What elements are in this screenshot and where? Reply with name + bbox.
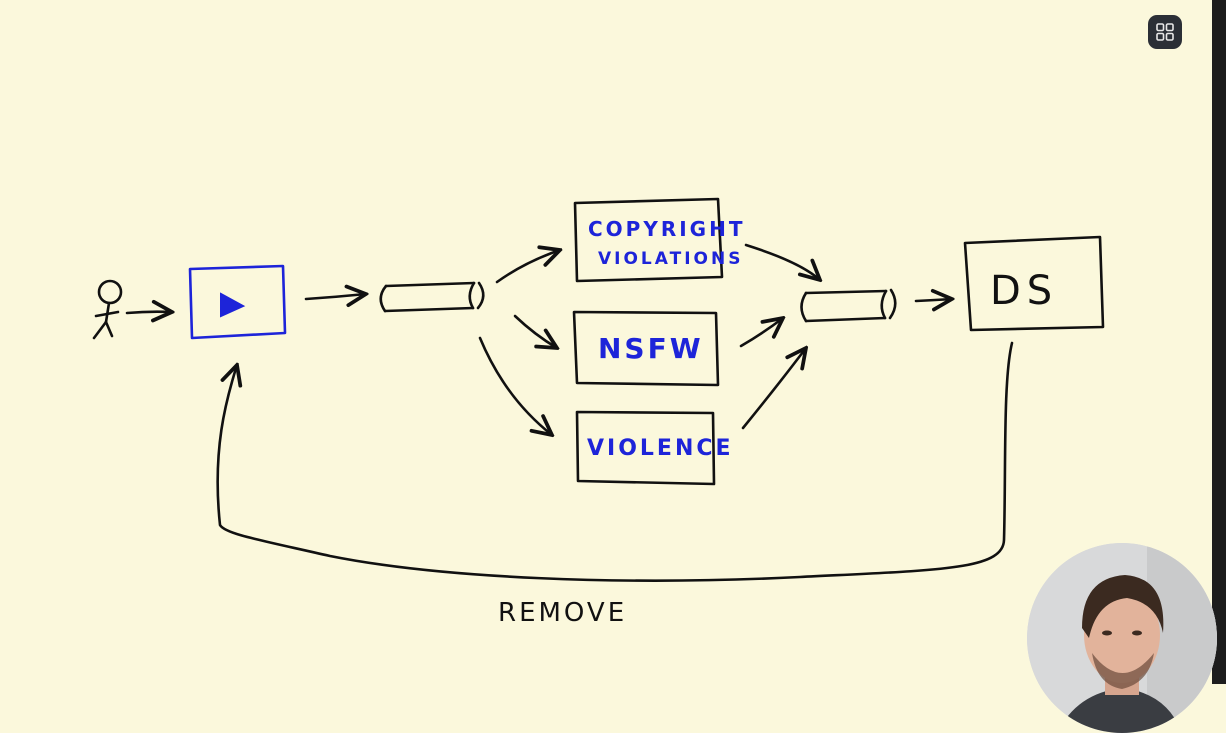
nsfw-label: NSFW (598, 332, 704, 365)
arrow-queue-to-copyright (495, 250, 560, 284)
violence-label: VIOLENCE (587, 436, 734, 461)
arrow-queue-to-ds (914, 299, 952, 301)
arrow-upload-to-queue (304, 294, 366, 299)
arrow-copyright-to-queue (744, 243, 820, 280)
remove-label: REMOVE (498, 598, 627, 628)
upload-video-node (188, 264, 287, 340)
nsfw-node: NSFW (572, 310, 720, 387)
copyright-violations-node: COPYRIGHT VIOLATIONS (573, 197, 745, 283)
presenter-avatar (1027, 543, 1217, 733)
window-edge (1212, 0, 1226, 684)
grid-icon (1156, 23, 1174, 41)
play-icon (220, 292, 246, 318)
ds-node: DS (963, 235, 1105, 332)
queue-2 (800, 288, 897, 323)
user-stick-figure (92, 279, 123, 340)
copyright-label-line1: COPYRIGHT (588, 217, 745, 241)
arrow-nsfw-to-queue (739, 318, 783, 348)
layout-grid-button[interactable] (1148, 15, 1182, 49)
ds-label: DS (990, 268, 1058, 314)
presenter-webcam (1027, 543, 1217, 733)
arrow-violence-to-queue (741, 348, 806, 430)
arrow-user-to-upload (125, 312, 172, 313)
copyright-label-line2: VIOLATIONS (598, 249, 743, 269)
arrow-queue-to-nsfw (513, 314, 557, 348)
queue-1 (379, 281, 485, 313)
whiteboard-diagram: COPYRIGHT VIOLATIONS NSFW VIOLENCE DS RE… (92, 197, 1105, 628)
remove-feedback-loop (216, 341, 1014, 582)
violence-node: VIOLENCE (575, 410, 734, 486)
arrow-queue-to-violence (478, 336, 552, 435)
